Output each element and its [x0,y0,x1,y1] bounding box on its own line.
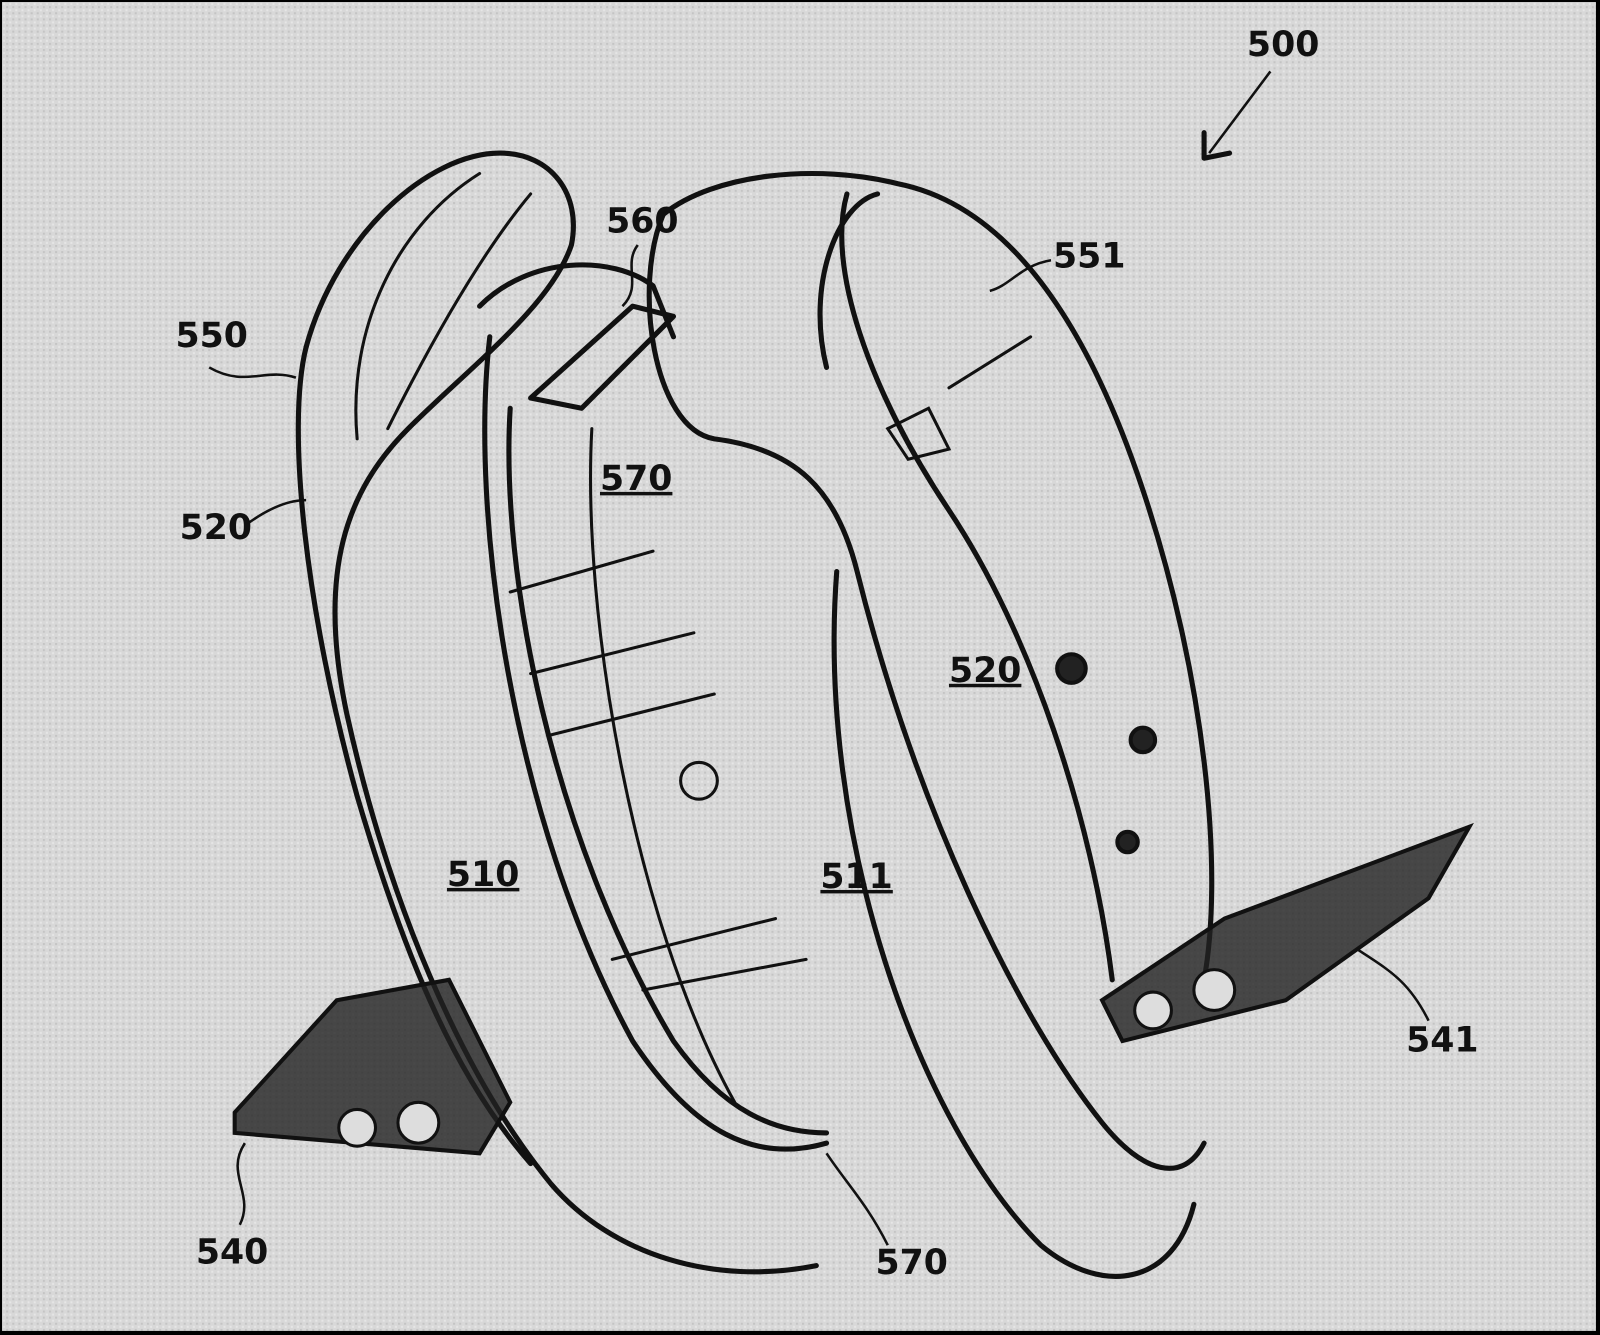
leader-520-left [244,498,307,527]
right-shell [646,170,1215,1279]
label-520-left: 520 [180,508,252,548]
leader-500 [1208,70,1272,154]
label-551: 551 [1053,236,1125,276]
label-550: 550 [176,316,248,356]
center-tire [477,262,830,1152]
pedal-541 [1099,822,1474,1044]
label-541: 541 [1406,1020,1478,1060]
label-511: 511 [820,857,892,897]
label-570-bottom: 570 [876,1243,948,1283]
leader-570-bottom [825,1152,889,1246]
connector-560 [528,303,677,411]
leader-550 [208,366,297,379]
label-560: 560 [606,202,678,242]
arrowhead-500 [1201,130,1233,161]
leader-541 [1356,948,1430,1022]
leader-551 [989,259,1052,293]
leader-560 [621,244,639,308]
label-520-right: 520 [949,651,1021,691]
reference-numeral-500: 500 [1247,25,1319,65]
leader-540 [236,1142,246,1226]
label-510: 510 [447,855,519,895]
label-540: 540 [196,1233,268,1273]
pedal-540 [232,977,513,1156]
label-570-top: 570 [600,459,672,499]
